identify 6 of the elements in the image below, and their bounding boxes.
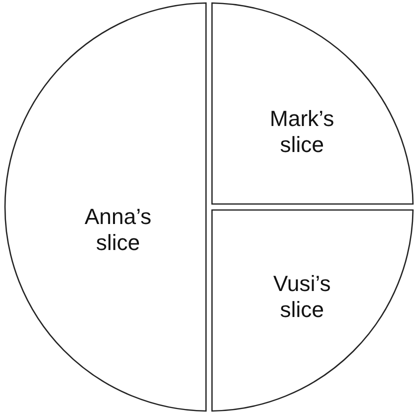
- pie-slice: [212, 210, 413, 411]
- slice-label: Vusi’s slice: [272, 271, 332, 323]
- slice-label: Anna’s slice: [84, 204, 152, 256]
- pie-slice: [5, 3, 206, 411]
- slice-label: Mark’s slice: [268, 106, 336, 158]
- pie-slice: [212, 3, 413, 204]
